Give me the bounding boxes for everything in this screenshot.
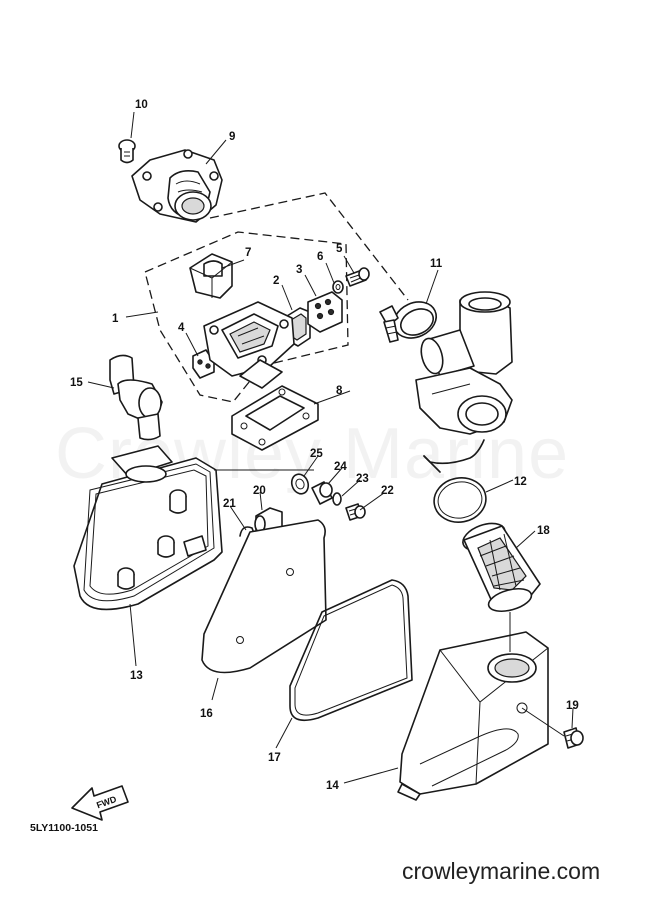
part-18-intake-boot: [462, 522, 541, 613]
website-link[interactable]: crowleymarine.com: [402, 858, 601, 884]
part-19-screw: [563, 727, 584, 749]
part-13-aircleaner-case: [73, 445, 223, 611]
callout-19: 19: [566, 700, 579, 712]
part-14-cleaner-cap: [397, 631, 549, 801]
callout-5: 5: [336, 243, 343, 255]
callout-labels: 1 2 3 4 5 6 7 8 9 10 11 12 13 14 15 16 1…: [70, 99, 579, 792]
part-7-stopper: [189, 253, 233, 299]
callout-23: 23: [356, 473, 369, 485]
part-6-washer: [332, 280, 344, 294]
callout-9: 9: [229, 131, 235, 143]
part-9-intake-joint: [131, 149, 223, 223]
callout-20: 20: [253, 485, 266, 497]
part-15-breather: [109, 354, 163, 441]
callout-8: 8: [336, 385, 343, 397]
part-12-oring: [423, 439, 487, 523]
callout-24: 24: [334, 461, 347, 473]
callout-4: 4: [178, 322, 185, 334]
part-5-screw: [345, 267, 370, 287]
callout-17: 17: [268, 752, 281, 764]
part-23-washer: [332, 492, 342, 506]
part-8-gasket: [231, 385, 319, 451]
leader-lines: [87, 111, 574, 784]
callout-11: 11: [430, 258, 443, 270]
callout-22: 22: [381, 485, 394, 497]
callout-18: 18: [537, 525, 550, 537]
part-11-clamp: [379, 301, 437, 343]
callout-7: 7: [245, 247, 251, 259]
callout-3: 3: [296, 264, 302, 276]
fwd-arrow-icon: FWD: [71, 785, 129, 821]
callout-12: 12: [514, 476, 527, 488]
part-22-screw: [345, 503, 366, 521]
callout-15: 15: [70, 377, 83, 389]
callout-1: 1: [112, 313, 119, 325]
part-10-bolt: [118, 139, 136, 164]
reed-valve-body: [203, 301, 295, 389]
callout-25: 25: [310, 448, 323, 460]
callout-13: 13: [130, 670, 143, 682]
callout-21: 21: [223, 498, 236, 510]
callout-10: 10: [135, 99, 148, 111]
part-17-seal: [289, 579, 413, 722]
carburetor-body: [415, 291, 513, 435]
callout-14: 14: [326, 780, 339, 792]
callout-2: 2: [273, 275, 279, 287]
part-3-stopper-plate: [307, 291, 343, 333]
part-25-bushing: [290, 473, 310, 495]
part-24-collar: [311, 481, 333, 505]
diagram-part-number: 5LY1100-1051: [30, 822, 98, 834]
callout-6: 6: [317, 251, 323, 263]
part-16-element: [201, 519, 327, 674]
callout-16: 16: [200, 708, 213, 720]
